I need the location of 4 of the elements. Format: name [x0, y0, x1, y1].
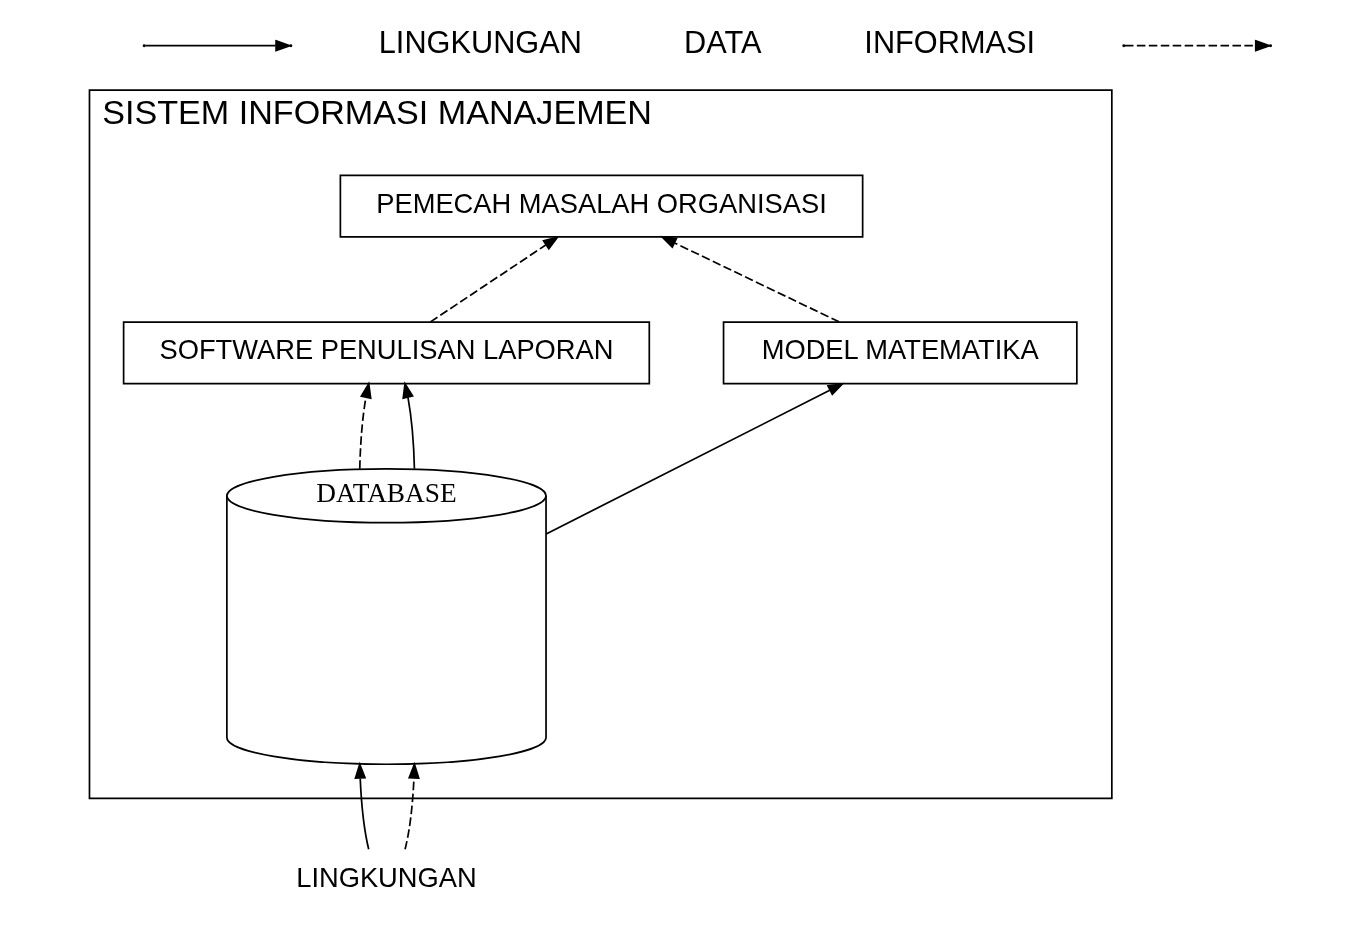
node-text: LINGKUNGAN	[295, 861, 477, 893]
label: LINGKUNGAN	[378, 25, 582, 61]
legend-label: INFORMASI	[863, 25, 1035, 61]
legend-label: DATA	[683, 25, 761, 61]
